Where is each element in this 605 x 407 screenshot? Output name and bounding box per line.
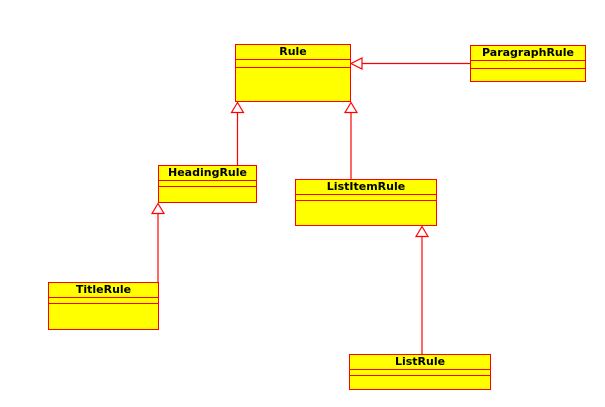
class-name: ListItemRule [326, 180, 406, 193]
inheritance-arrowhead-icon [349, 57, 363, 70]
class-box-headingrule[interactable]: HeadingRule [158, 165, 257, 203]
class-box-listrule[interactable]: ListRule [349, 354, 491, 390]
class-name: TitleRule [75, 283, 132, 296]
class-name: HeadingRule [168, 166, 247, 179]
methods-compartment[interactable] [159, 186, 256, 202]
class-name: Rule [279, 45, 307, 58]
class-name: ParagraphRule [482, 46, 574, 59]
generalization-edge-listrule-listitemrule[interactable] [414, 225, 430, 355]
methods-compartment[interactable] [236, 67, 350, 101]
generalization-edge-titlerule-headingrule[interactable] [150, 202, 166, 283]
class-box-titlerule[interactable]: TitleRule [48, 282, 159, 330]
attributes-compartment[interactable] [350, 369, 490, 375]
class-box-listitemrule[interactable]: ListItemRule [295, 179, 437, 226]
inheritance-arrowhead-icon [150, 202, 166, 215]
attributes-compartment[interactable] [159, 180, 256, 186]
attributes-compartment[interactable] [49, 297, 158, 303]
methods-compartment[interactable] [296, 200, 436, 225]
methods-compartment[interactable] [471, 68, 585, 81]
generalization-edge-headingrule-rule[interactable] [230, 101, 245, 166]
generalization-edge-paragraphrule-rule[interactable] [349, 57, 470, 70]
methods-compartment[interactable] [350, 375, 490, 389]
class-box-rule[interactable]: Rule [235, 44, 351, 102]
class-box-paragraphrule[interactable]: ParagraphRule [470, 45, 586, 82]
attributes-compartment[interactable] [236, 59, 350, 67]
generalization-edge-listitemrule-rule[interactable] [343, 101, 359, 180]
inheritance-arrowhead-icon [414, 225, 430, 238]
attributes-compartment[interactable] [471, 60, 585, 68]
inheritance-arrowhead-icon [343, 101, 359, 114]
class-name: ListRule [394, 355, 446, 368]
methods-compartment[interactable] [49, 303, 158, 329]
inheritance-arrowhead-icon [230, 101, 245, 114]
attributes-compartment[interactable] [296, 194, 436, 200]
